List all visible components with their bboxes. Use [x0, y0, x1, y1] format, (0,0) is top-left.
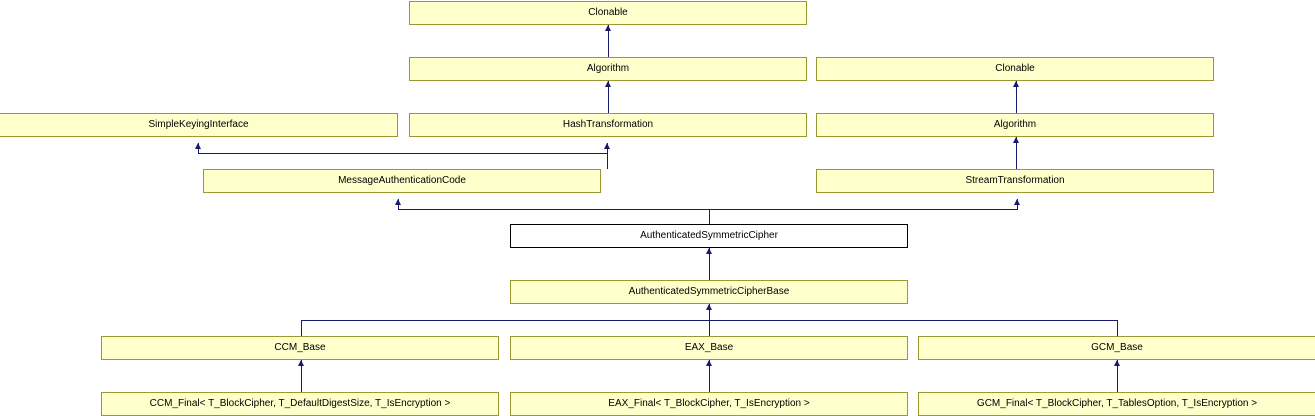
class-node-eax_final[interactable]: EAX_Final< T_BlockCipher, T_IsEncryption… — [510, 392, 908, 416]
arrowhead-algorithm_right-to-clonable_right — [1013, 81, 1019, 87]
arrowhead-gcm_final-to-gcm_base — [1114, 360, 1120, 366]
class-node-authsymmetricciphbase[interactable]: AuthenticatedSymmetricCipherBase — [510, 280, 908, 304]
edge-algorithm_left-to-clonable_left — [608, 25, 609, 57]
arrowhead-ccm_final-to-ccm_base — [298, 360, 304, 366]
arrowhead-eax_final-to-eax_base — [706, 360, 712, 366]
arrowhead-messageauthcode-to-simplekeyinginterface — [195, 143, 201, 149]
class-node-clonable_left[interactable]: Clonable — [409, 1, 807, 25]
arrowhead-algorithm_left-to-clonable_left — [605, 25, 611, 31]
edge-ccm_base-to-authsymmetricciphbase — [301, 320, 302, 336]
edge-authsymmetriccipher-to-messageauthcode — [709, 209, 710, 225]
edge-authsymmetriccipher-to-messageauthcode — [398, 209, 1018, 210]
class-node-authsymmetriccipher[interactable]: AuthenticatedSymmetricCipher — [510, 224, 908, 248]
class-node-gcm_base[interactable]: GCM_Base — [918, 336, 1315, 360]
edge-eax_base-to-authsymmetricciphbase — [709, 320, 710, 336]
edge-ccm_base-to-authsymmetricciphbase — [709, 304, 710, 321]
class-node-simplekeyinginterface[interactable]: SimpleKeyingInterface — [0, 113, 398, 137]
edge-gcm_base-to-authsymmetricciphbase — [1117, 320, 1118, 336]
class-node-messageauthcode[interactable]: MessageAuthenticationCode — [203, 169, 601, 193]
edge-ccm_final-to-ccm_base — [301, 360, 302, 392]
edge-messageauthcode-to-hashtransformation — [607, 143, 608, 169]
arrowhead-authsymmetriccipher-to-streamtransformation — [1014, 199, 1020, 205]
class-node-algorithm_right[interactable]: Algorithm — [816, 113, 1214, 137]
arrowhead-authsymmetricciphbase-to-authsymmetriccipher — [706, 248, 712, 254]
class-node-ccm_base[interactable]: CCM_Base — [101, 336, 499, 360]
edge-algorithm_right-to-clonable_right — [1016, 81, 1017, 113]
edge-authsymmetricciphbase-to-authsymmetriccipher — [709, 248, 710, 280]
arrowhead-hashtransformation-to-algorithm_left — [605, 81, 611, 87]
arrowhead-authsymmetriccipher-to-messageauthcode — [395, 199, 401, 205]
arrowhead-streamtransformation-to-algorithm_right — [1013, 137, 1019, 143]
class-node-hashtransformation[interactable]: HashTransformation — [409, 113, 807, 137]
class-node-clonable_right[interactable]: Clonable — [816, 57, 1214, 81]
edge-gcm_final-to-gcm_base — [1117, 360, 1118, 392]
class-node-streamtransformation[interactable]: StreamTransformation — [816, 169, 1214, 193]
class-node-ccm_final[interactable]: CCM_Final< T_BlockCipher, T_DefaultDiges… — [101, 392, 499, 416]
class-node-eax_base[interactable]: EAX_Base — [510, 336, 908, 360]
edge-eax_final-to-eax_base — [709, 360, 710, 392]
edge-streamtransformation-to-algorithm_right — [1016, 137, 1017, 169]
arrowhead-ccm_base-to-authsymmetricciphbase — [706, 304, 712, 310]
arrowhead-messageauthcode-to-hashtransformation — [604, 143, 610, 149]
class-node-gcm_final[interactable]: GCM_Final< T_BlockCipher, T_TablesOption… — [918, 392, 1315, 416]
class-node-algorithm_left[interactable]: Algorithm — [409, 57, 807, 81]
edge-messageauthcode-to-simplekeyinginterface — [198, 153, 608, 154]
edge-hashtransformation-to-algorithm_left — [608, 81, 609, 113]
